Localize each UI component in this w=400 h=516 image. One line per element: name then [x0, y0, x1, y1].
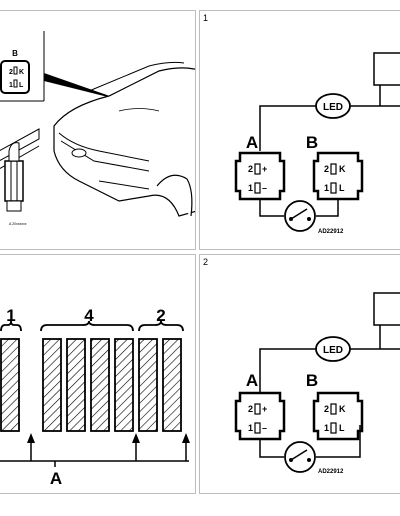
- a-pin-2: 2: [248, 164, 253, 174]
- pin-bar: [138, 338, 158, 432]
- led-label: LED: [323, 345, 343, 356]
- b-pin-2-mark: K: [339, 164, 346, 174]
- connector-b-label: B: [306, 133, 318, 152]
- a-pin-1: 1: [248, 183, 253, 193]
- inset-pin-1-mark: L: [19, 82, 24, 89]
- inset-connector-b: B 2 K 1 L: [0, 49, 30, 94]
- inset-pin-2-mark: K: [19, 69, 24, 76]
- brace-group-1: [0, 320, 22, 332]
- connector-a-label: A: [246, 133, 258, 152]
- a-pin-1-mark: –: [262, 423, 267, 433]
- panel-number: 1: [203, 13, 208, 23]
- group-1-label: 1: [6, 306, 15, 325]
- inset-pin-2: 2: [9, 69, 13, 76]
- led-label: LED: [323, 102, 343, 113]
- circuit-2-svg: 2 LED A 2 + 1 – B 2 K 1 L: [203, 257, 400, 475]
- b-pin-2: 2: [324, 404, 329, 414]
- pin-bar: [90, 338, 110, 432]
- brace-group-4: [40, 320, 134, 332]
- pin-bars: [0, 338, 182, 432]
- ref-code: AD22912: [318, 469, 344, 475]
- car-illustration: B 2 K 1 L A 20xxxxxx: [0, 31, 195, 226]
- measure-arrows: [27, 433, 190, 467]
- ref-code: AD22912: [318, 229, 344, 235]
- a-pin-2: 2: [248, 404, 253, 414]
- b-pin-2-mark: K: [339, 404, 346, 414]
- inset-connector-letter: B: [12, 49, 18, 58]
- group-2-label: 2: [156, 306, 165, 325]
- connector-a-label: A: [246, 371, 258, 390]
- pin-layout-figure: 1 4 2 A: [0, 254, 196, 494]
- plug-detail: [4, 142, 24, 212]
- b-pin-1: 1: [324, 423, 329, 433]
- group-4-label: 4: [84, 306, 94, 325]
- a-pin-1: 1: [248, 423, 253, 433]
- connector-a: 2 + 1 –: [234, 151, 286, 201]
- circuit-diagram-2: 2 LED A 2 + 1 – B 2 K 1 L: [199, 254, 400, 494]
- b-pin-1: 1: [324, 183, 329, 193]
- pin-bar: [0, 338, 20, 432]
- pin-layout-svg: 1 4 2 A: [0, 306, 190, 488]
- led-symbol: [315, 336, 351, 362]
- pin-bar: [66, 338, 86, 432]
- tester-box: [373, 292, 400, 326]
- brace-group-2: [138, 320, 184, 332]
- b-pin-1-mark: L: [339, 423, 345, 433]
- a-pin-1-mark: –: [262, 183, 267, 193]
- pin-bar: [114, 338, 134, 432]
- circuit-1-svg: 1 LED A 2 + 1 – B 2 K 1 L: [203, 13, 400, 235]
- connector-a: 2 + 1 –: [234, 391, 286, 441]
- b-pin-1-mark: L: [339, 183, 345, 193]
- b-pin-2: 2: [324, 164, 329, 174]
- connector-b-label: B: [306, 371, 318, 390]
- led-symbol: [315, 93, 351, 119]
- switch-symbol: [284, 441, 316, 473]
- inset-pin-1: 1: [9, 82, 13, 89]
- pin-bar: [42, 338, 62, 432]
- axis-letter-a: A: [50, 469, 62, 488]
- a-pin-2-mark: +: [262, 404, 267, 414]
- car-location-figure: B 2 K 1 L A 20xxxxxx: [0, 10, 196, 250]
- connector-b: 2 K 1 L: [312, 391, 364, 441]
- switch-symbol: [284, 200, 316, 232]
- pin-bar: [162, 338, 182, 432]
- a-pin-2-mark: +: [262, 164, 267, 174]
- circuit-diagram-1: 1 LED A 2 + 1 – B 2 K 1 L: [199, 10, 400, 250]
- tester-box: [373, 52, 400, 86]
- connector-b: 2 K 1 L: [312, 151, 364, 201]
- panel-number: 2: [203, 257, 208, 267]
- inset-ref-code: A 20xxxxxx: [9, 222, 27, 226]
